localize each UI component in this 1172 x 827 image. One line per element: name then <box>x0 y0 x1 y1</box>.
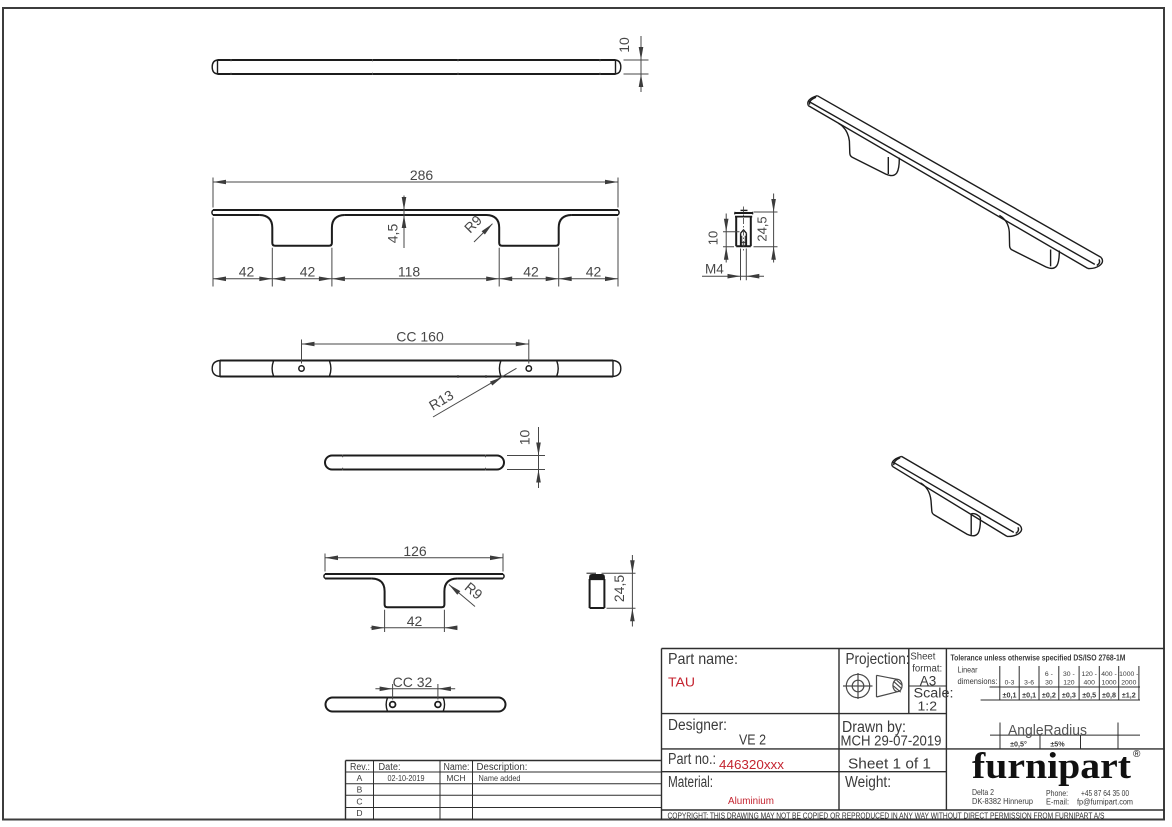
svg-text:42: 42 <box>239 263 255 279</box>
svg-text:VE 2: VE 2 <box>739 732 766 749</box>
svg-text:120 -: 120 - <box>1081 671 1097 678</box>
svg-text:Scale:: Scale: <box>914 685 954 700</box>
svg-text:±0,5°: ±0,5° <box>1010 740 1027 749</box>
svg-text:42: 42 <box>586 263 602 279</box>
svg-text:AngleRadius: AngleRadius <box>1008 723 1087 739</box>
svg-text:10: 10 <box>706 231 721 245</box>
svg-text:±0,5: ±0,5 <box>1082 691 1096 700</box>
svg-text:Linear: Linear <box>958 666 978 675</box>
svg-text:118: 118 <box>398 263 421 279</box>
svg-text:TAU: TAU <box>668 676 695 690</box>
svg-text:10: 10 <box>616 37 632 53</box>
svg-text:A3: A3 <box>920 673 937 688</box>
svg-text:286: 286 <box>410 167 434 183</box>
svg-text:30: 30 <box>1045 680 1053 687</box>
svg-text:30 -: 30 - <box>1063 671 1075 678</box>
svg-text:24,5: 24,5 <box>755 216 770 241</box>
svg-text:dimensions:: dimensions: <box>958 677 998 686</box>
svg-text:B: B <box>357 785 363 795</box>
svg-text:Aluminium: Aluminium <box>728 795 774 807</box>
svg-text:Part name:: Part name: <box>668 651 738 668</box>
svg-text:Date:: Date: <box>379 762 401 773</box>
svg-text:M4: M4 <box>705 262 724 277</box>
svg-text:±0,8: ±0,8 <box>1102 691 1116 700</box>
svg-text:42: 42 <box>523 263 539 279</box>
svg-text:®: ® <box>1133 749 1141 760</box>
svg-text:6 -: 6 - <box>1045 671 1053 678</box>
svg-text:furnipart: furnipart <box>972 746 1132 787</box>
svg-text:1000: 1000 <box>1101 680 1116 687</box>
svg-text:Projection:: Projection: <box>846 651 910 668</box>
svg-text:120: 120 <box>1063 680 1075 687</box>
svg-text:CC 160: CC 160 <box>396 328 444 344</box>
svg-text:Tolerance unless otherwise spe: Tolerance unless otherwise specified DS/… <box>951 654 1126 663</box>
svg-text:Material:: Material: <box>668 774 713 791</box>
svg-text:446320xxx: 446320xxx <box>719 758 785 772</box>
svg-text:MCH 29-07-2019: MCH 29-07-2019 <box>841 733 942 750</box>
svg-text:Name added: Name added <box>479 773 521 783</box>
svg-text:Rev.:: Rev.: <box>350 762 370 773</box>
svg-text:Description:: Description: <box>477 762 528 773</box>
svg-text:Phone:: Phone: <box>1046 789 1068 798</box>
svg-text:0-3: 0-3 <box>1005 680 1015 687</box>
svg-text:COPYRIGHT: THIS DRAWING MAY NO: COPYRIGHT: THIS DRAWING MAY NOT BE COPIE… <box>668 812 1105 821</box>
svg-text:CC 32: CC 32 <box>393 674 433 690</box>
svg-text:fp@furnipart.com: fp@furnipart.com <box>1077 798 1133 807</box>
svg-text:±1,2: ±1,2 <box>1122 691 1136 700</box>
svg-text:Sheet 1 of 1: Sheet 1 of 1 <box>848 756 931 773</box>
svg-text:24,5: 24,5 <box>611 575 627 602</box>
svg-text:126: 126 <box>403 543 427 559</box>
svg-text:Name:: Name: <box>444 762 470 773</box>
svg-text:42: 42 <box>300 263 316 279</box>
svg-text:D: D <box>356 808 362 818</box>
svg-text:+45 87 64 35 00: +45 87 64 35 00 <box>1081 789 1129 798</box>
svg-text:Part no.:: Part no.: <box>668 751 716 768</box>
svg-text:1:2: 1:2 <box>918 699 938 714</box>
svg-text:Weight:: Weight: <box>845 774 891 791</box>
svg-text:±0,1: ±0,1 <box>1022 691 1036 700</box>
svg-text:400: 400 <box>1084 680 1096 687</box>
svg-text:42: 42 <box>407 613 423 629</box>
svg-text:Designer:: Designer: <box>668 717 727 734</box>
svg-text:±5%: ±5% <box>1050 740 1065 749</box>
svg-text:±0,1: ±0,1 <box>1003 691 1017 700</box>
svg-text:400 -: 400 - <box>1101 671 1117 678</box>
svg-text:DK-8382 Hinnerup: DK-8382 Hinnerup <box>972 797 1034 806</box>
svg-text:format:: format: <box>912 664 942 675</box>
svg-text:02-10-2019: 02-10-2019 <box>388 773 425 783</box>
svg-text:2000: 2000 <box>1121 680 1136 687</box>
svg-text:Sheet: Sheet <box>910 652 935 663</box>
svg-text:Drawn by:: Drawn by: <box>842 719 906 736</box>
svg-text:1000 -: 1000 - <box>1119 671 1138 678</box>
svg-text:10: 10 <box>517 430 533 446</box>
svg-text:3-6: 3-6 <box>1024 680 1034 687</box>
svg-text:±0,2: ±0,2 <box>1042 691 1056 700</box>
svg-text:MCH: MCH <box>446 773 465 783</box>
svg-text:E-mail:: E-mail: <box>1046 798 1069 807</box>
svg-text:C: C <box>356 796 362 806</box>
svg-text:Delta 2: Delta 2 <box>972 788 994 797</box>
svg-text:4,5: 4,5 <box>385 224 401 244</box>
svg-text:A: A <box>357 773 363 783</box>
svg-text:±0,3: ±0,3 <box>1062 691 1076 700</box>
